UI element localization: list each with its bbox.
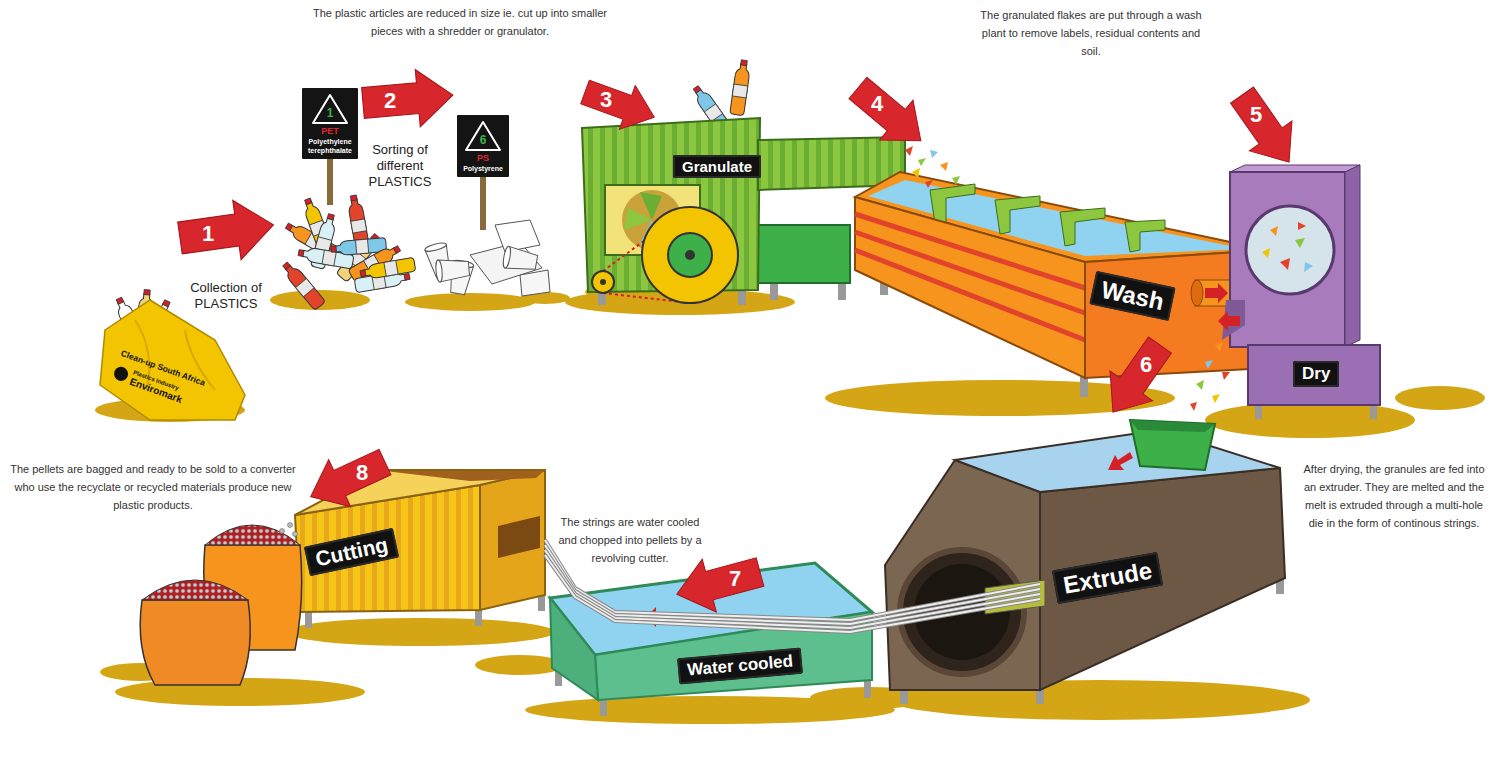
sign-post xyxy=(327,155,333,205)
step-description: The plastic articles are reduced in size… xyxy=(310,4,610,40)
callout-number: 4 xyxy=(871,92,883,116)
resin-code-sign: 1PETPolyethylene terephthalate xyxy=(302,88,358,159)
callout-number: 7 xyxy=(729,567,741,591)
recycle-symbol: 6 xyxy=(460,119,506,153)
pellet-bags xyxy=(140,523,301,686)
callout-number: 5 xyxy=(1250,103,1262,127)
callout-number: 3 xyxy=(600,88,612,112)
step-description: After drying, the granules are fed into … xyxy=(1300,460,1488,532)
polystyrene-pile xyxy=(424,220,550,296)
stage-caption: Collection of PLASTICS xyxy=(180,280,272,312)
flakes xyxy=(905,146,1230,411)
machine-plate: Granulate xyxy=(673,155,761,178)
recycle-symbol: 1 xyxy=(305,92,355,126)
ground-puddles xyxy=(95,285,1485,724)
machine-plate: Dry xyxy=(1293,361,1339,387)
dryer xyxy=(1218,165,1380,419)
resin-code-number: 1 xyxy=(305,106,355,120)
plate-text: Dry xyxy=(1302,364,1330,384)
callout-number: 1 xyxy=(202,222,214,246)
callout-number: 8 xyxy=(356,461,368,485)
step-arrows xyxy=(176,67,1310,621)
step-description: The strings are water cooled and chopped… xyxy=(555,513,705,567)
step-description: The pellets are bagged and ready to be s… xyxy=(5,460,301,514)
step-description: The granulated flakes are put through a … xyxy=(975,6,1207,60)
wash-tank xyxy=(855,172,1268,397)
resin-name: Polystyrene xyxy=(460,164,506,173)
resin-code: PET xyxy=(305,126,355,137)
sign-post xyxy=(480,175,486,230)
bottle-pile xyxy=(280,194,416,310)
callout-number: 2 xyxy=(384,89,396,113)
resin-name: Polyethylene terephthalate xyxy=(305,137,355,155)
callout-number: 6 xyxy=(1140,353,1152,377)
resin-code-number: 6 xyxy=(460,133,506,147)
extruder xyxy=(885,420,1285,704)
logo-mark xyxy=(112,365,130,383)
stage-caption: Sorting of different PLASTICS xyxy=(362,142,438,190)
resin-code-sign: 6PSPolystyrene xyxy=(457,115,509,177)
resin-code: PS xyxy=(460,153,506,164)
plate-text: Granulate xyxy=(682,158,752,175)
